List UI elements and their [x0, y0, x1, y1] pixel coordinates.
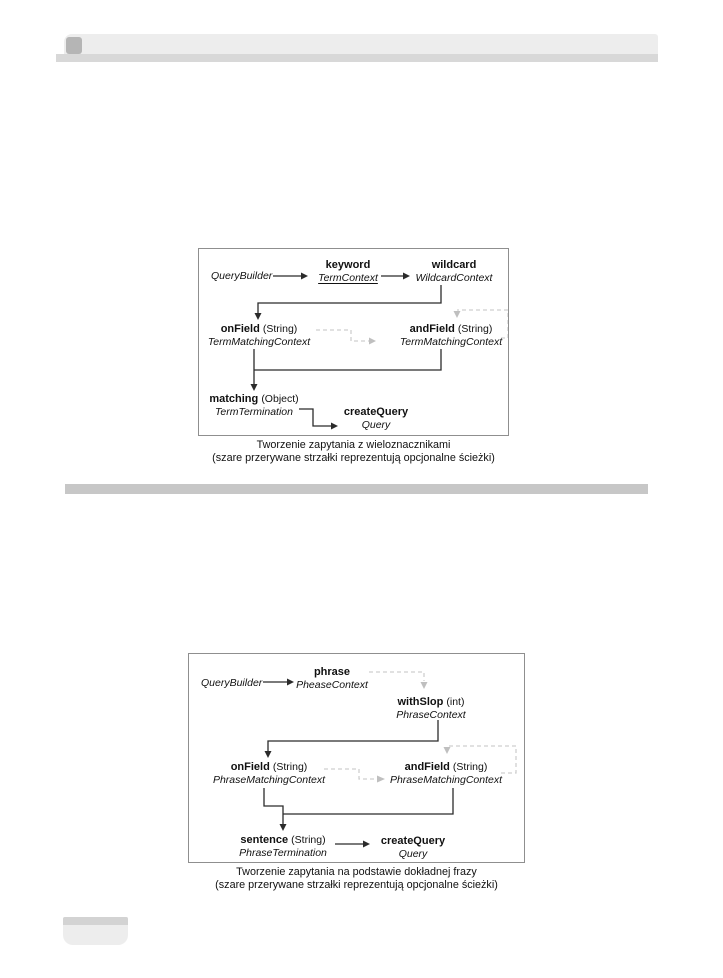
header-underline-strip — [56, 54, 658, 62]
node-withslop: withSlop (int) PhraseContext — [396, 696, 465, 722]
phrase-context: PheaseContext — [296, 679, 368, 691]
arrow-keyword-to-wildcard — [381, 272, 410, 280]
wildcard-name: wildcard — [431, 259, 477, 271]
figure-wildcard-query-diagram: QueryBuilder keyword TermContext wildcar… — [198, 248, 509, 436]
figure2-caption: Tworzenie zapytania na podstawie dokładn… — [181, 866, 532, 892]
page-number-badge-strip — [63, 917, 128, 925]
node-querybuilder: QueryBuilder — [201, 677, 262, 690]
optional-arrow-onfield-to-andfield — [316, 329, 376, 345]
node-createquery: createQuery Query — [344, 406, 408, 432]
arrow-fields-to-matching — [250, 349, 442, 391]
sentence-name: sentence — [240, 834, 289, 846]
matching-name: matching — [209, 393, 259, 405]
keyword-context: TermContext — [318, 272, 378, 284]
node-sentence: sentence (String) PhraseTermination — [239, 834, 327, 860]
figure1-caption: Tworzenie zapytania z wieloznacznikami (… — [178, 439, 529, 465]
arrow-querybuilder-to-keyword — [273, 272, 308, 280]
querybuilder-label: QueryBuilder — [201, 677, 263, 689]
onfield-args: (String) — [272, 761, 308, 773]
andfield-name: andField — [409, 323, 455, 335]
header-bullet-square — [66, 37, 82, 54]
optional-arrow-onfield-to-andfield — [324, 768, 385, 783]
onfield-context: TermMatchingContext — [207, 336, 311, 348]
keyword-name: keyword — [325, 259, 371, 271]
sentence-context: PhraseTermination — [239, 847, 327, 859]
figure1-caption-line1: Tworzenie zapytania z wieloznacznikami — [256, 439, 451, 451]
withslop-args: (int) — [446, 696, 465, 708]
andfield-context: PhraseMatchingContext — [389, 774, 503, 786]
figure2-canvas — [263, 671, 517, 848]
optional-loop-andfield — [443, 745, 517, 774]
arrow-sentence-to-createquery — [335, 840, 370, 848]
createquery-context: Query — [361, 419, 391, 431]
arrow-wildcard-to-onfield — [254, 285, 442, 320]
sentence-args: (String) — [291, 834, 326, 846]
node-onfield: onField (String) PhraseMatchingContext — [213, 761, 325, 787]
node-querybuilder: QueryBuilder — [211, 270, 272, 283]
createquery-context: Query — [398, 848, 428, 860]
figure2-caption-line1: Tworzenie zapytania na podstawie dokładn… — [236, 866, 477, 878]
createquery-name: createQuery — [380, 835, 446, 847]
andfield-args: (String) — [457, 323, 493, 335]
onfield-name: onField — [220, 323, 260, 335]
matching-context: TermTermination — [214, 406, 293, 418]
onfield-context: PhraseMatchingContext — [212, 774, 326, 786]
figure1-caption-line2: (szare przerywane strzałki reprezentują … — [212, 452, 495, 464]
optional-arrow-phrase-to-withslop — [369, 671, 428, 689]
section-heading-bar — [65, 484, 648, 494]
optional-loop-andfield — [453, 309, 508, 339]
node-matching: matching (Object) TermTermination — [209, 393, 298, 419]
arrow-fields-to-sentence — [263, 788, 454, 831]
querybuilder-label: QueryBuilder — [211, 270, 273, 282]
andfield-name: andField — [404, 761, 450, 773]
createquery-name: createQuery — [343, 406, 409, 418]
node-onfield: onField (String) TermMatchingContext — [208, 323, 310, 349]
phrase-name: phrase — [313, 666, 351, 678]
figure1-canvas — [250, 272, 508, 430]
wildcard-context: WildcardContext — [415, 272, 493, 284]
node-andfield: andField (String) TermMatchingContext — [400, 323, 502, 349]
onfield-name: onField — [230, 761, 270, 773]
figure2-caption-line2: (szare przerywane strzałki reprezentują … — [215, 879, 498, 891]
header-heading-bar — [64, 34, 658, 54]
withslop-name: withSlop — [397, 696, 444, 708]
figure-phrase-query-diagram: QueryBuilder phrase PheaseContext withSl… — [188, 653, 525, 863]
onfield-args: (String) — [262, 323, 298, 335]
node-createquery: createQuery Query — [381, 835, 445, 861]
node-keyword: keyword TermContext — [318, 259, 378, 285]
page-number-badge — [63, 917, 128, 945]
node-phrase: phrase PheaseContext — [296, 666, 368, 692]
matching-args: (Object) — [261, 393, 299, 405]
arrow-querybuilder-to-phrase — [263, 678, 294, 686]
arrow-matching-to-createquery — [299, 408, 338, 430]
node-andfield: andField (String) PhraseMatchingContext — [390, 761, 502, 787]
withslop-context: PhraseContext — [396, 709, 466, 721]
andfield-args: (String) — [452, 761, 488, 773]
node-wildcard: wildcard WildcardContext — [416, 259, 493, 285]
andfield-context: TermMatchingContext — [399, 336, 503, 348]
arrow-withslop-to-onfield — [264, 720, 439, 758]
